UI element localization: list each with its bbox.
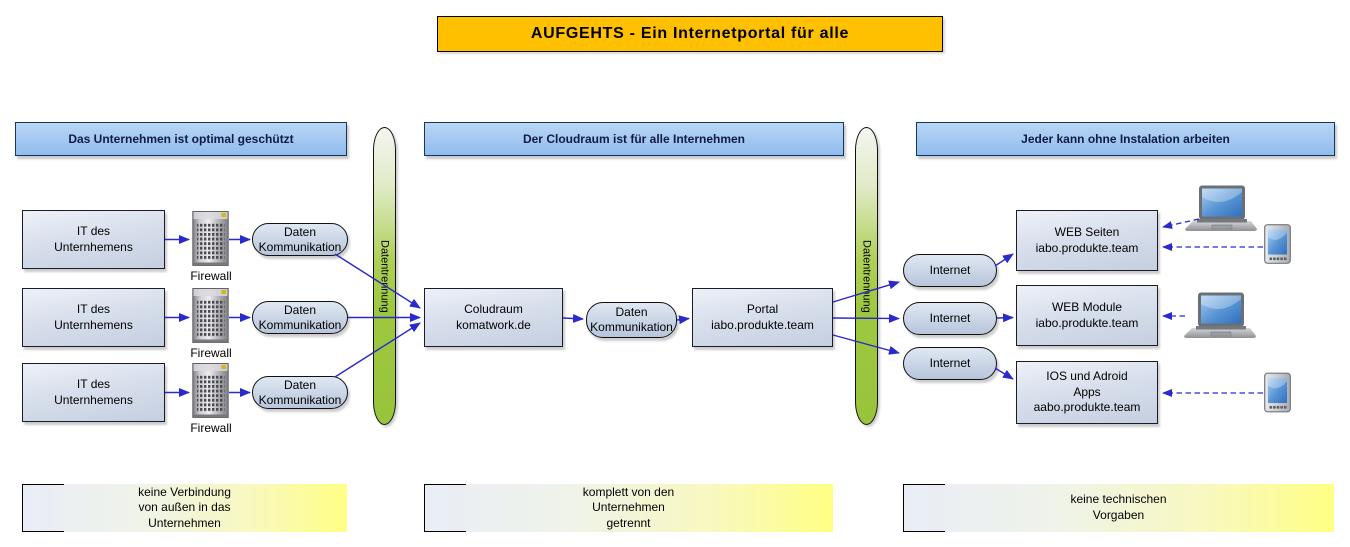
- separator-label: Datentrennung: [860, 239, 873, 313]
- section-header-middle: Der Cloudraum ist für alle Internehmen: [424, 122, 844, 156]
- firewall-icon-2: [192, 287, 229, 344]
- pill-daten-kommunikation-middle: Daten Kommunikation: [586, 302, 677, 338]
- node-web-module: WEB Module iabo.produkte.team: [1016, 285, 1158, 346]
- arrow-internet2-webmodule: [996, 313, 1014, 323]
- node-web-seiten: WEB Seiten iabo.produkte.team: [1016, 210, 1158, 271]
- arrow-kommM-portal: [676, 315, 690, 325]
- note-left: keine Verbindung von außen in das Untern…: [22, 484, 347, 532]
- pill-daten-kommunikation-3: Daten Kommunikation: [252, 376, 348, 409]
- separator-datentrennung-right: Datentrennung: [855, 127, 878, 425]
- firewall-label-3: Firewall: [190, 421, 232, 435]
- note-right-bracket: [903, 484, 945, 532]
- separator-datentrennung-left: Datentrennung: [373, 127, 396, 425]
- smartphone-icon-2: [1264, 372, 1291, 413]
- node-it-unternehmen-2: IT des Unternhemens: [22, 288, 165, 347]
- node-it-unternehmen-3: IT des Unternhemens: [22, 363, 165, 422]
- node-portal: Portal iabo.produkte.team: [692, 288, 833, 347]
- pill-internet-3: Internet: [903, 347, 997, 380]
- pill-internet-1: Internet: [903, 254, 997, 287]
- section-header-right: Jeder kann ohne Instalation arbeiten: [916, 122, 1335, 156]
- note-middle: komplett von den Unternehmen getrennt: [424, 484, 833, 532]
- node-cloudraum: Coludraum komatwork.de: [424, 288, 563, 347]
- laptop-icon-1: [1185, 185, 1257, 234]
- firewall-label-1: Firewall: [190, 269, 232, 283]
- firewall-icon-1: [192, 210, 229, 267]
- note-middle-bracket: [424, 484, 466, 532]
- arrow-cloudraum-kommM: [562, 314, 584, 323]
- diagram-title: AUFGEHTS - Ein Internetportal für alle: [437, 16, 943, 52]
- pill-internet-2: Internet: [903, 302, 997, 335]
- firewall-label-2: Firewall: [190, 346, 232, 360]
- laptop-icon-2: [1183, 292, 1257, 341]
- note-right: keine technischen Vorgaben: [903, 484, 1334, 532]
- pill-daten-kommunikation-1: Daten Kommunikation: [252, 223, 348, 256]
- node-ios-android-apps: IOS und Adroid Apps aabo.produkte.team: [1016, 361, 1158, 424]
- firewall-icon-3: [192, 362, 229, 419]
- arrow-internet3-apps: [994, 367, 1014, 380]
- pill-daten-kommunikation-2: Daten Kommunikation: [252, 301, 348, 334]
- separator-label: Datentrennung: [378, 239, 391, 313]
- note-left-bracket: [22, 484, 64, 532]
- arrow-internet1-webseiten: [994, 253, 1014, 267]
- smartphone-icon-1: [1264, 224, 1291, 264]
- node-it-unternehmen-1: IT des Unternhemens: [22, 210, 165, 269]
- section-header-left: Das Unternehmen ist optimal geschützt: [15, 122, 347, 156]
